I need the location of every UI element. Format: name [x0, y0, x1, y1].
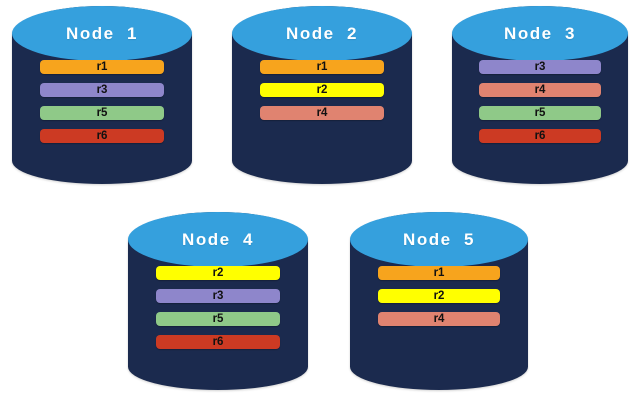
node-5-cylinder: Node 5 r1 r2 r4	[350, 212, 528, 390]
replica-bar: r5	[479, 106, 601, 121]
node-5-replica-stack: r1 r2 r4	[377, 266, 501, 327]
node-4-label: Node 4	[182, 229, 254, 249]
node-1-top-disc	[12, 6, 192, 62]
replica-bar: r1	[259, 60, 385, 75]
replica-bar: r3	[479, 60, 601, 75]
replica-bar: r1	[377, 266, 501, 281]
node-2-label: Node 2	[286, 23, 358, 43]
node-5-top-disc	[350, 212, 528, 268]
replica-bar: r5	[155, 312, 281, 327]
replica-bar: r4	[479, 83, 601, 98]
replica-bar: r2	[259, 83, 385, 98]
replica-bar: r4	[377, 312, 501, 327]
node-3-replica-stack: r3 r4 r5 r6	[479, 60, 601, 144]
node-1-cylinder: Node 1 r1 r3 r5 r6	[12, 6, 192, 184]
replica-bar: r2	[377, 289, 501, 304]
node-1-replica-stack: r1 r3 r5 r6	[39, 60, 165, 144]
replica-bar: r3	[39, 83, 165, 98]
node-2-replica-stack: r1 r2 r4	[259, 60, 385, 121]
replica-bar: r1	[39, 60, 165, 75]
node-2-cylinder: Node 2 r1 r2 r4	[232, 6, 412, 184]
replica-bar: r3	[155, 289, 281, 304]
replica-bar: r6	[479, 129, 601, 144]
node-2-top-disc	[232, 6, 412, 62]
node-4-cylinder: Node 4 r2 r3 r5 r6	[128, 212, 308, 390]
replica-bar: r6	[39, 129, 165, 144]
node-3-cylinder: Node 3 r3 r4 r5 r6	[452, 6, 628, 184]
node-4-replica-stack: r2 r3 r5 r6	[155, 266, 281, 350]
replica-bar: r6	[155, 335, 281, 350]
replica-bar: r4	[259, 106, 385, 121]
replica-bar: r5	[39, 106, 165, 121]
node-3-top-disc	[452, 6, 628, 62]
node-3-label: Node 3	[504, 23, 576, 43]
node-1-label: Node 1	[66, 23, 138, 43]
node-4-top-disc	[128, 212, 308, 268]
node-5-label: Node 5	[403, 229, 475, 249]
replica-bar: r2	[155, 266, 281, 281]
